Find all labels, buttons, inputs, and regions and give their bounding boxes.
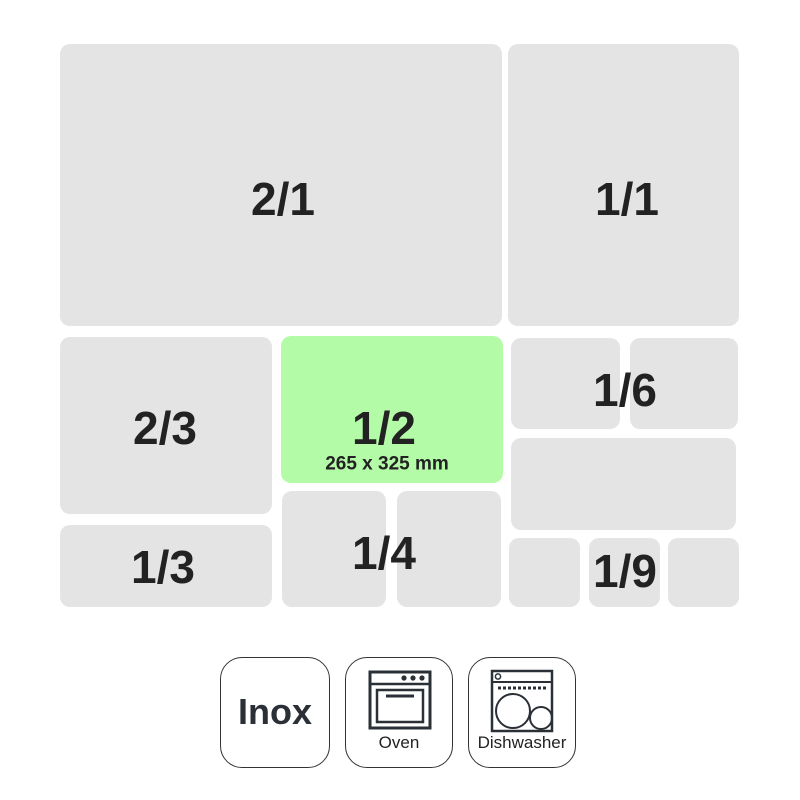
pan-1-6-tile-top-right[interactable]: [630, 338, 738, 429]
inox-badge: Inox: [220, 657, 330, 768]
oven-icon: [368, 670, 432, 730]
pan-1-2-label: 1/2: [352, 402, 416, 454]
pan-2-1-tile[interactable]: [60, 44, 502, 326]
pan-1-2-dimensions: 265 x 325 mm: [325, 453, 449, 475]
pan-1-2-tile-selected[interactable]: [281, 336, 503, 483]
pan-1-9-tile-left[interactable]: [509, 538, 580, 607]
pan-1-4-tile-left[interactable]: [282, 491, 386, 607]
pan-1-3-label: 1/3: [131, 541, 195, 593]
oven-badge: Oven: [345, 657, 453, 768]
dishwasher-label: Dishwasher: [477, 733, 567, 752]
pan-1-1-tile[interactable]: [508, 44, 739, 326]
inox-label: Inox: [237, 691, 312, 732]
pan-1-6-label: 1/6: [593, 364, 657, 416]
dishwasher-badge: Dishwasher: [468, 657, 576, 768]
pan-1-6-tile-bottom[interactable]: [511, 438, 736, 530]
dishwasher-icon: [490, 669, 554, 733]
pan-1-3-tile[interactable]: [60, 525, 272, 607]
pan-1-9-tile-middle[interactable]: [589, 538, 660, 607]
pan-1-1-label: 1/1: [595, 173, 659, 225]
pan-1-4-tile-right[interactable]: [397, 491, 501, 607]
pan-2-3-tile[interactable]: [60, 337, 272, 514]
pan-1-6-tile-top-left[interactable]: [511, 338, 620, 429]
oven-label: Oven: [378, 733, 420, 752]
pan-1-9-label: 1/9: [593, 545, 657, 597]
pan-2-3-label: 2/3: [133, 402, 197, 454]
pan-1-4-label: 1/4: [352, 527, 416, 579]
pan-1-9-tile-right[interactable]: [668, 538, 739, 607]
pan-2-1-label: 2/1: [251, 173, 315, 225]
